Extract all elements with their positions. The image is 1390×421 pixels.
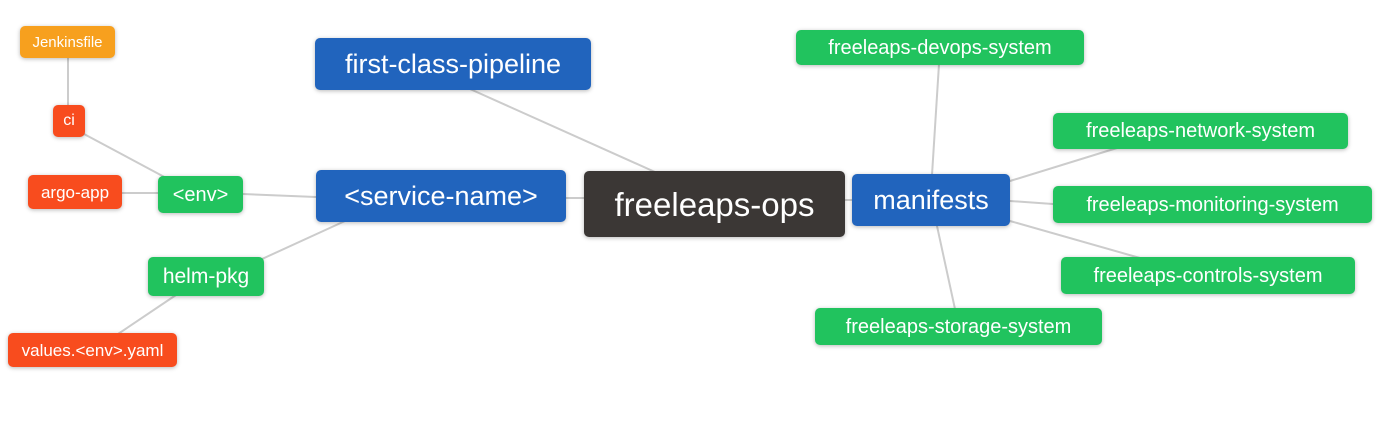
node-helm-pkg[interactable]: helm-pkg — [148, 257, 264, 296]
edge-env-service-name — [242, 193, 317, 198]
node-label: freeleaps-storage-system — [845, 315, 1072, 338]
node-label: argo-app — [40, 182, 110, 202]
node-label: values.<env>.yaml — [21, 340, 164, 360]
node-argo-app[interactable]: argo-app — [28, 175, 122, 209]
edge-helm-pkg-service-name — [261, 220, 346, 260]
edge-manifests-freeleaps-storage-system — [936, 225, 956, 310]
node-freeleaps-network-system[interactable]: freeleaps-network-system — [1053, 113, 1348, 149]
edge-helm-pkg-values-env-yaml — [117, 294, 177, 335]
node-env[interactable]: <env> — [158, 176, 243, 213]
node-jenkinsfile[interactable]: Jenkinsfile — [20, 26, 115, 58]
node-label: freeleaps-devops-system — [828, 36, 1052, 59]
node-freeleaps-devops-system[interactable]: freeleaps-devops-system — [796, 30, 1084, 65]
edge-manifests-freeleaps-monitoring-system — [1009, 200, 1054, 205]
node-service-name[interactable]: <service-name> — [316, 170, 566, 222]
node-first-class-pipeline[interactable]: first-class-pipeline — [315, 38, 591, 90]
edge-manifests-freeleaps-controls-system — [1009, 220, 1141, 259]
node-label: <service-name> — [344, 180, 538, 211]
edge-freeleaps-devops-system-manifests — [931, 63, 940, 176]
edge-ci-env — [83, 133, 171, 181]
node-label: first-class-pipeline — [344, 48, 562, 79]
node-label: ci — [63, 112, 75, 129]
node-label: manifests — [873, 184, 989, 215]
node-freeleaps-ops[interactable]: freeleaps-ops — [584, 171, 845, 237]
node-label: freeleaps-network-system — [1086, 120, 1315, 142]
node-freeleaps-monitoring-system[interactable]: freeleaps-monitoring-system — [1053, 186, 1372, 223]
edge-first-class-pipeline-freeleaps-ops — [469, 88, 656, 173]
node-label: freeleaps-monitoring-system — [1086, 193, 1339, 216]
edge-manifests-freeleaps-network-system — [1009, 147, 1118, 182]
node-values-env-yaml[interactable]: values.<env>.yaml — [8, 333, 177, 367]
node-manifests[interactable]: manifests — [852, 174, 1010, 226]
node-freeleaps-storage-system[interactable]: freeleaps-storage-system — [815, 308, 1102, 345]
node-label: freeleaps-ops — [614, 185, 815, 223]
node-label: freeleaps-controls-system — [1093, 264, 1323, 287]
node-label: Jenkinsfile — [32, 33, 103, 51]
node-label: <env> — [172, 183, 229, 206]
node-ci[interactable]: ci — [53, 105, 85, 137]
node-freeleaps-controls-system[interactable]: freeleaps-controls-system — [1061, 257, 1355, 294]
node-label: helm-pkg — [162, 265, 250, 288]
